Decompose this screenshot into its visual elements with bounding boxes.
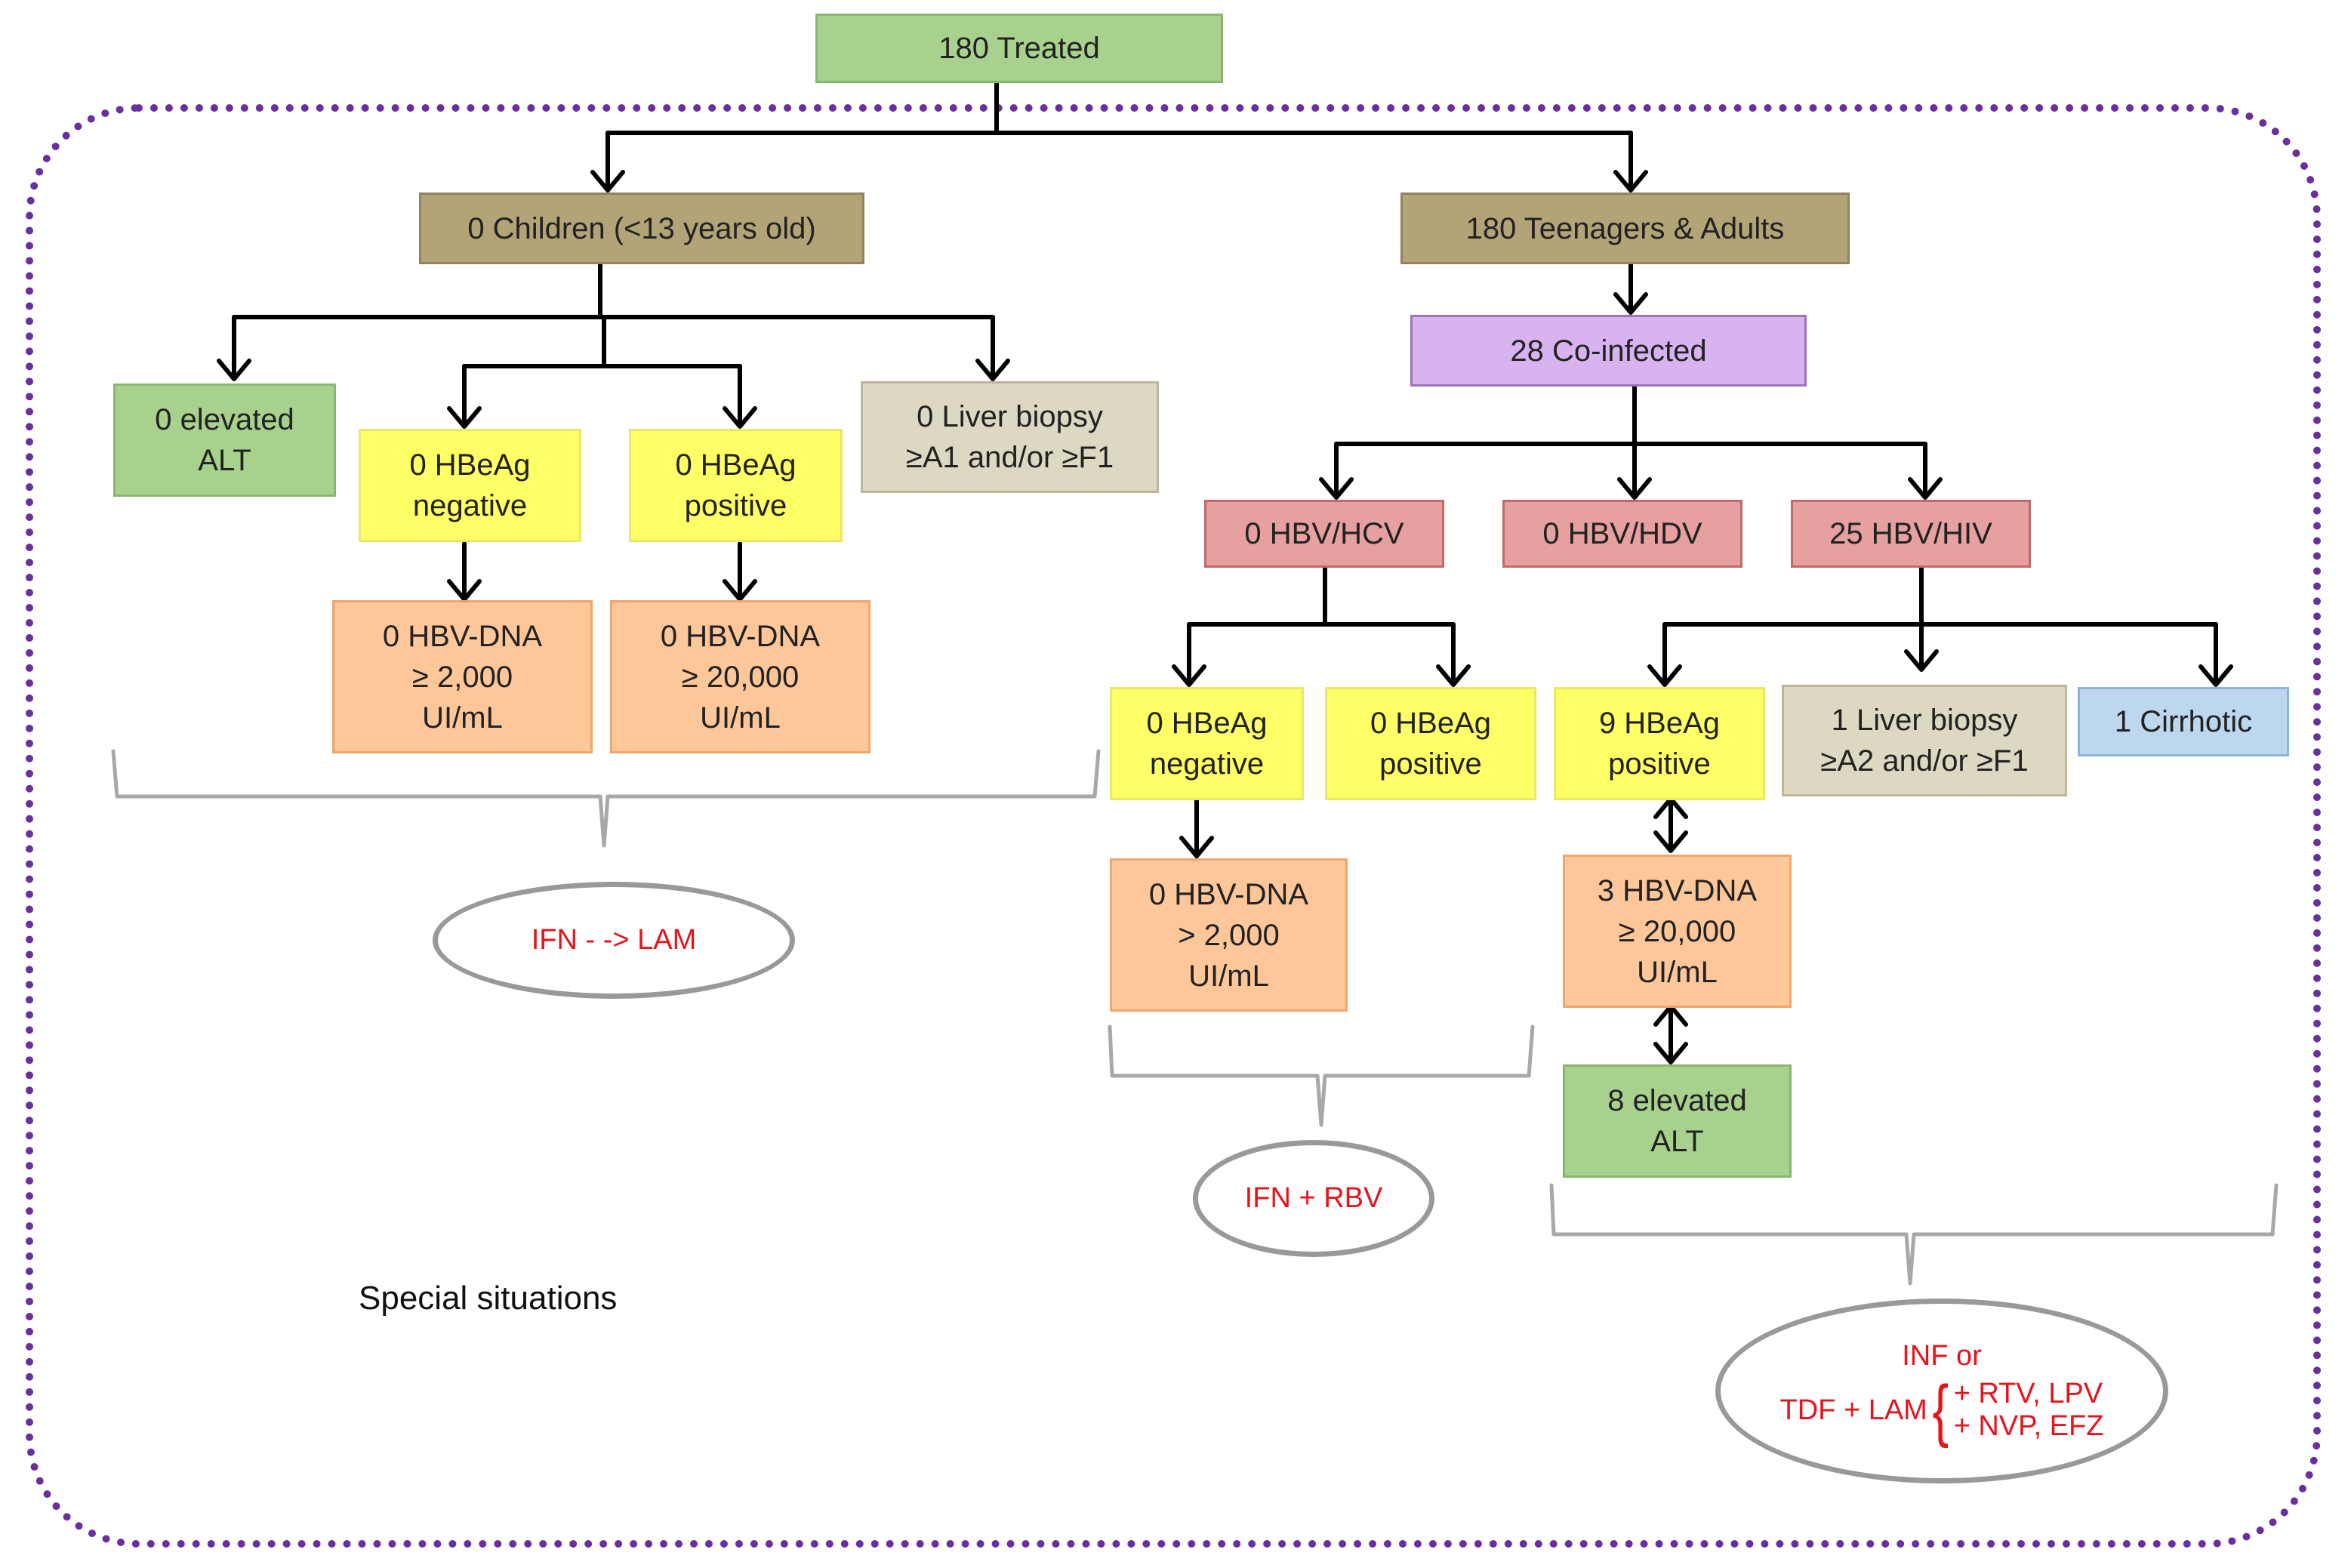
node-children: 0 Children (<13 years old): [419, 193, 864, 264]
treatment-hbv-hiv-option2: + NVP, EFZ: [1953, 1410, 2104, 1443]
node-children-hbv-dna-negative: 0 HBV-DNA ≥ 2,000 UI/mL: [332, 600, 593, 753]
node-children-elevated-alt: 0 elevated ALT: [113, 384, 336, 497]
node-hbv-hiv: 25 HBV/HIV: [1791, 500, 2031, 568]
node-hbv-hcv: 0 HBV/HCV: [1204, 500, 1444, 568]
node-hcv-hbeag-positive: 0 HBeAg positive: [1325, 687, 1536, 800]
node-hiv-elevated-alt: 8 elevated ALT: [1563, 1064, 1792, 1178]
treatment-hbv-hiv: INF or TDF + LAM { + RTV, LPV + NVP, EFZ: [1715, 1298, 2168, 1483]
node-hiv-hbv-dna: 3 HBV-DNA ≥ 20,000 UI/mL: [1563, 855, 1792, 1008]
node-hiv-hbeag-positive: 9 HBeAg positive: [1554, 687, 1765, 800]
node-teenagers-adults: 180 Teenagers & Adults: [1400, 193, 1850, 264]
node-children-hbeag-positive: 0 HBeAg positive: [629, 429, 843, 542]
special-situations-frame: [26, 104, 2321, 1548]
node-coinfected: 28 Co-infected: [1410, 315, 1807, 387]
treatment-children-text: IFN - -> LAM: [531, 924, 697, 956]
node-children-hbv-dna-positive: 0 HBV-DNA ≥ 20,000 UI/mL: [610, 600, 870, 753]
treatment-children: IFN - -> LAM: [433, 882, 795, 999]
node-hcv-hbv-dna: 0 HBV-DNA > 2,000 UI/mL: [1110, 858, 1348, 1012]
node-children-hbeag-negative: 0 HBeAg negative: [359, 429, 581, 542]
treatment-hbv-hcv: IFN + RBV: [1193, 1140, 1434, 1257]
treatment-hbv-hiv-base: TDF + LAM: [1779, 1394, 1927, 1426]
brace-hbv-hcv: [1108, 1024, 1535, 1127]
treatment-hbv-hiv-combo: TDF + LAM { + RTV, LPV + NVP, EFZ: [1780, 1375, 2104, 1445]
node-hiv-liver-biopsy: 1 Liver biopsy ≥A2 and/or ≥F1: [1782, 685, 2067, 796]
node-children-liver-biopsy: 0 Liver biopsy ≥A1 and/or ≥F1: [861, 381, 1159, 493]
node-hbv-hdv: 0 HBV/HDV: [1502, 500, 1742, 568]
node-hiv-cirrhotic: 1 Cirrhotic: [2078, 687, 2289, 756]
brace-hbv-hiv: [1549, 1183, 2279, 1286]
special-situations-label: Special situations: [359, 1280, 618, 1317]
node-total-treated: 180 Treated: [815, 14, 1223, 83]
treatment-hbv-hiv-line1: INF or: [1902, 1339, 1982, 1372]
treatment-hbv-hcv-text: IFN + RBV: [1244, 1182, 1383, 1214]
node-hcv-hbeag-negative: 0 HBeAg negative: [1110, 687, 1304, 800]
brace-children: [111, 749, 1101, 848]
brace-symbol: {: [1932, 1372, 1949, 1449]
treatment-hbv-hiv-option1: + RTV, LPV: [1953, 1378, 2103, 1410]
